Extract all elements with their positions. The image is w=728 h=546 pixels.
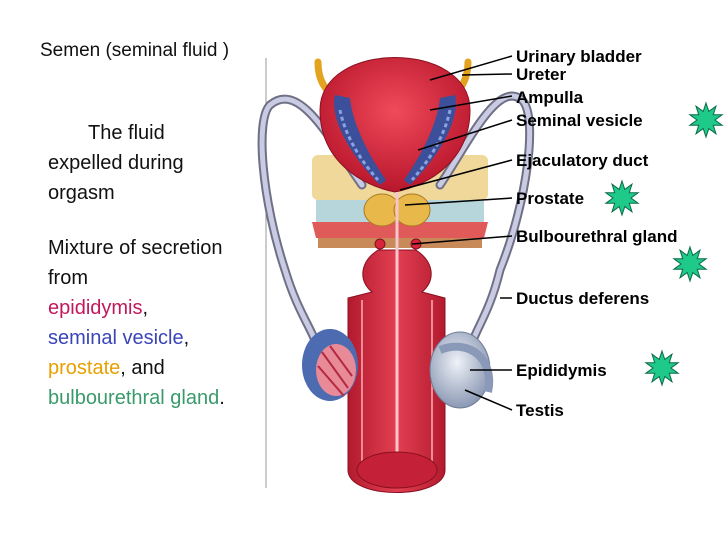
leader-lines bbox=[399, 55, 513, 411]
semen-composition: Mixture of secretion from epididymis, se… bbox=[48, 237, 225, 409]
label-ductus-deferens: Ductus deferens bbox=[516, 289, 649, 308]
label-ampulla: Ampulla bbox=[516, 88, 584, 107]
seminal-vesicles bbox=[334, 95, 456, 185]
label-prostate: Prostate bbox=[516, 189, 584, 208]
right-testis bbox=[429, 331, 494, 409]
prostate-gland bbox=[363, 193, 431, 227]
star-seminal-vesicle-icon bbox=[688, 101, 724, 139]
label-seminal-vesicle: Seminal vesicle bbox=[516, 111, 643, 130]
mixture-intro: Mixture of secretion from bbox=[48, 237, 223, 289]
label-ejaculatory-duct: Ejaculatory duct bbox=[516, 151, 649, 170]
label-urinary-bladder: Urinary bladder bbox=[516, 47, 642, 66]
star-bulbourethral-icon bbox=[672, 245, 708, 283]
star-prostate-icon bbox=[604, 179, 640, 217]
star-epididymis-icon bbox=[644, 349, 680, 387]
structure-labels: Urinary bladder Ureter Ampulla Seminal v… bbox=[516, 47, 678, 420]
label-ureter: Ureter bbox=[516, 65, 566, 84]
label-epididymis: Epididymis bbox=[516, 361, 607, 380]
label-testis: Testis bbox=[516, 401, 564, 420]
penis-shaft bbox=[347, 192, 446, 493]
ductus-deferens bbox=[257, 91, 535, 360]
source-seminal-vesicle: seminal vesicle bbox=[48, 327, 184, 349]
source-prostate: prostate bbox=[48, 357, 121, 379]
label-bulbourethral-gland: Bulbourethral gland bbox=[516, 227, 678, 246]
highlight-stars bbox=[604, 101, 724, 387]
source-epididymis: epididymis bbox=[48, 297, 143, 319]
source-bulbourethral-gland: bulbourethral gland bbox=[48, 387, 220, 409]
semen-definition: The fluid expelled during orgasm bbox=[48, 122, 184, 204]
left-testis bbox=[302, 329, 358, 401]
page-title: Semen (seminal fluid ) bbox=[40, 40, 230, 61]
